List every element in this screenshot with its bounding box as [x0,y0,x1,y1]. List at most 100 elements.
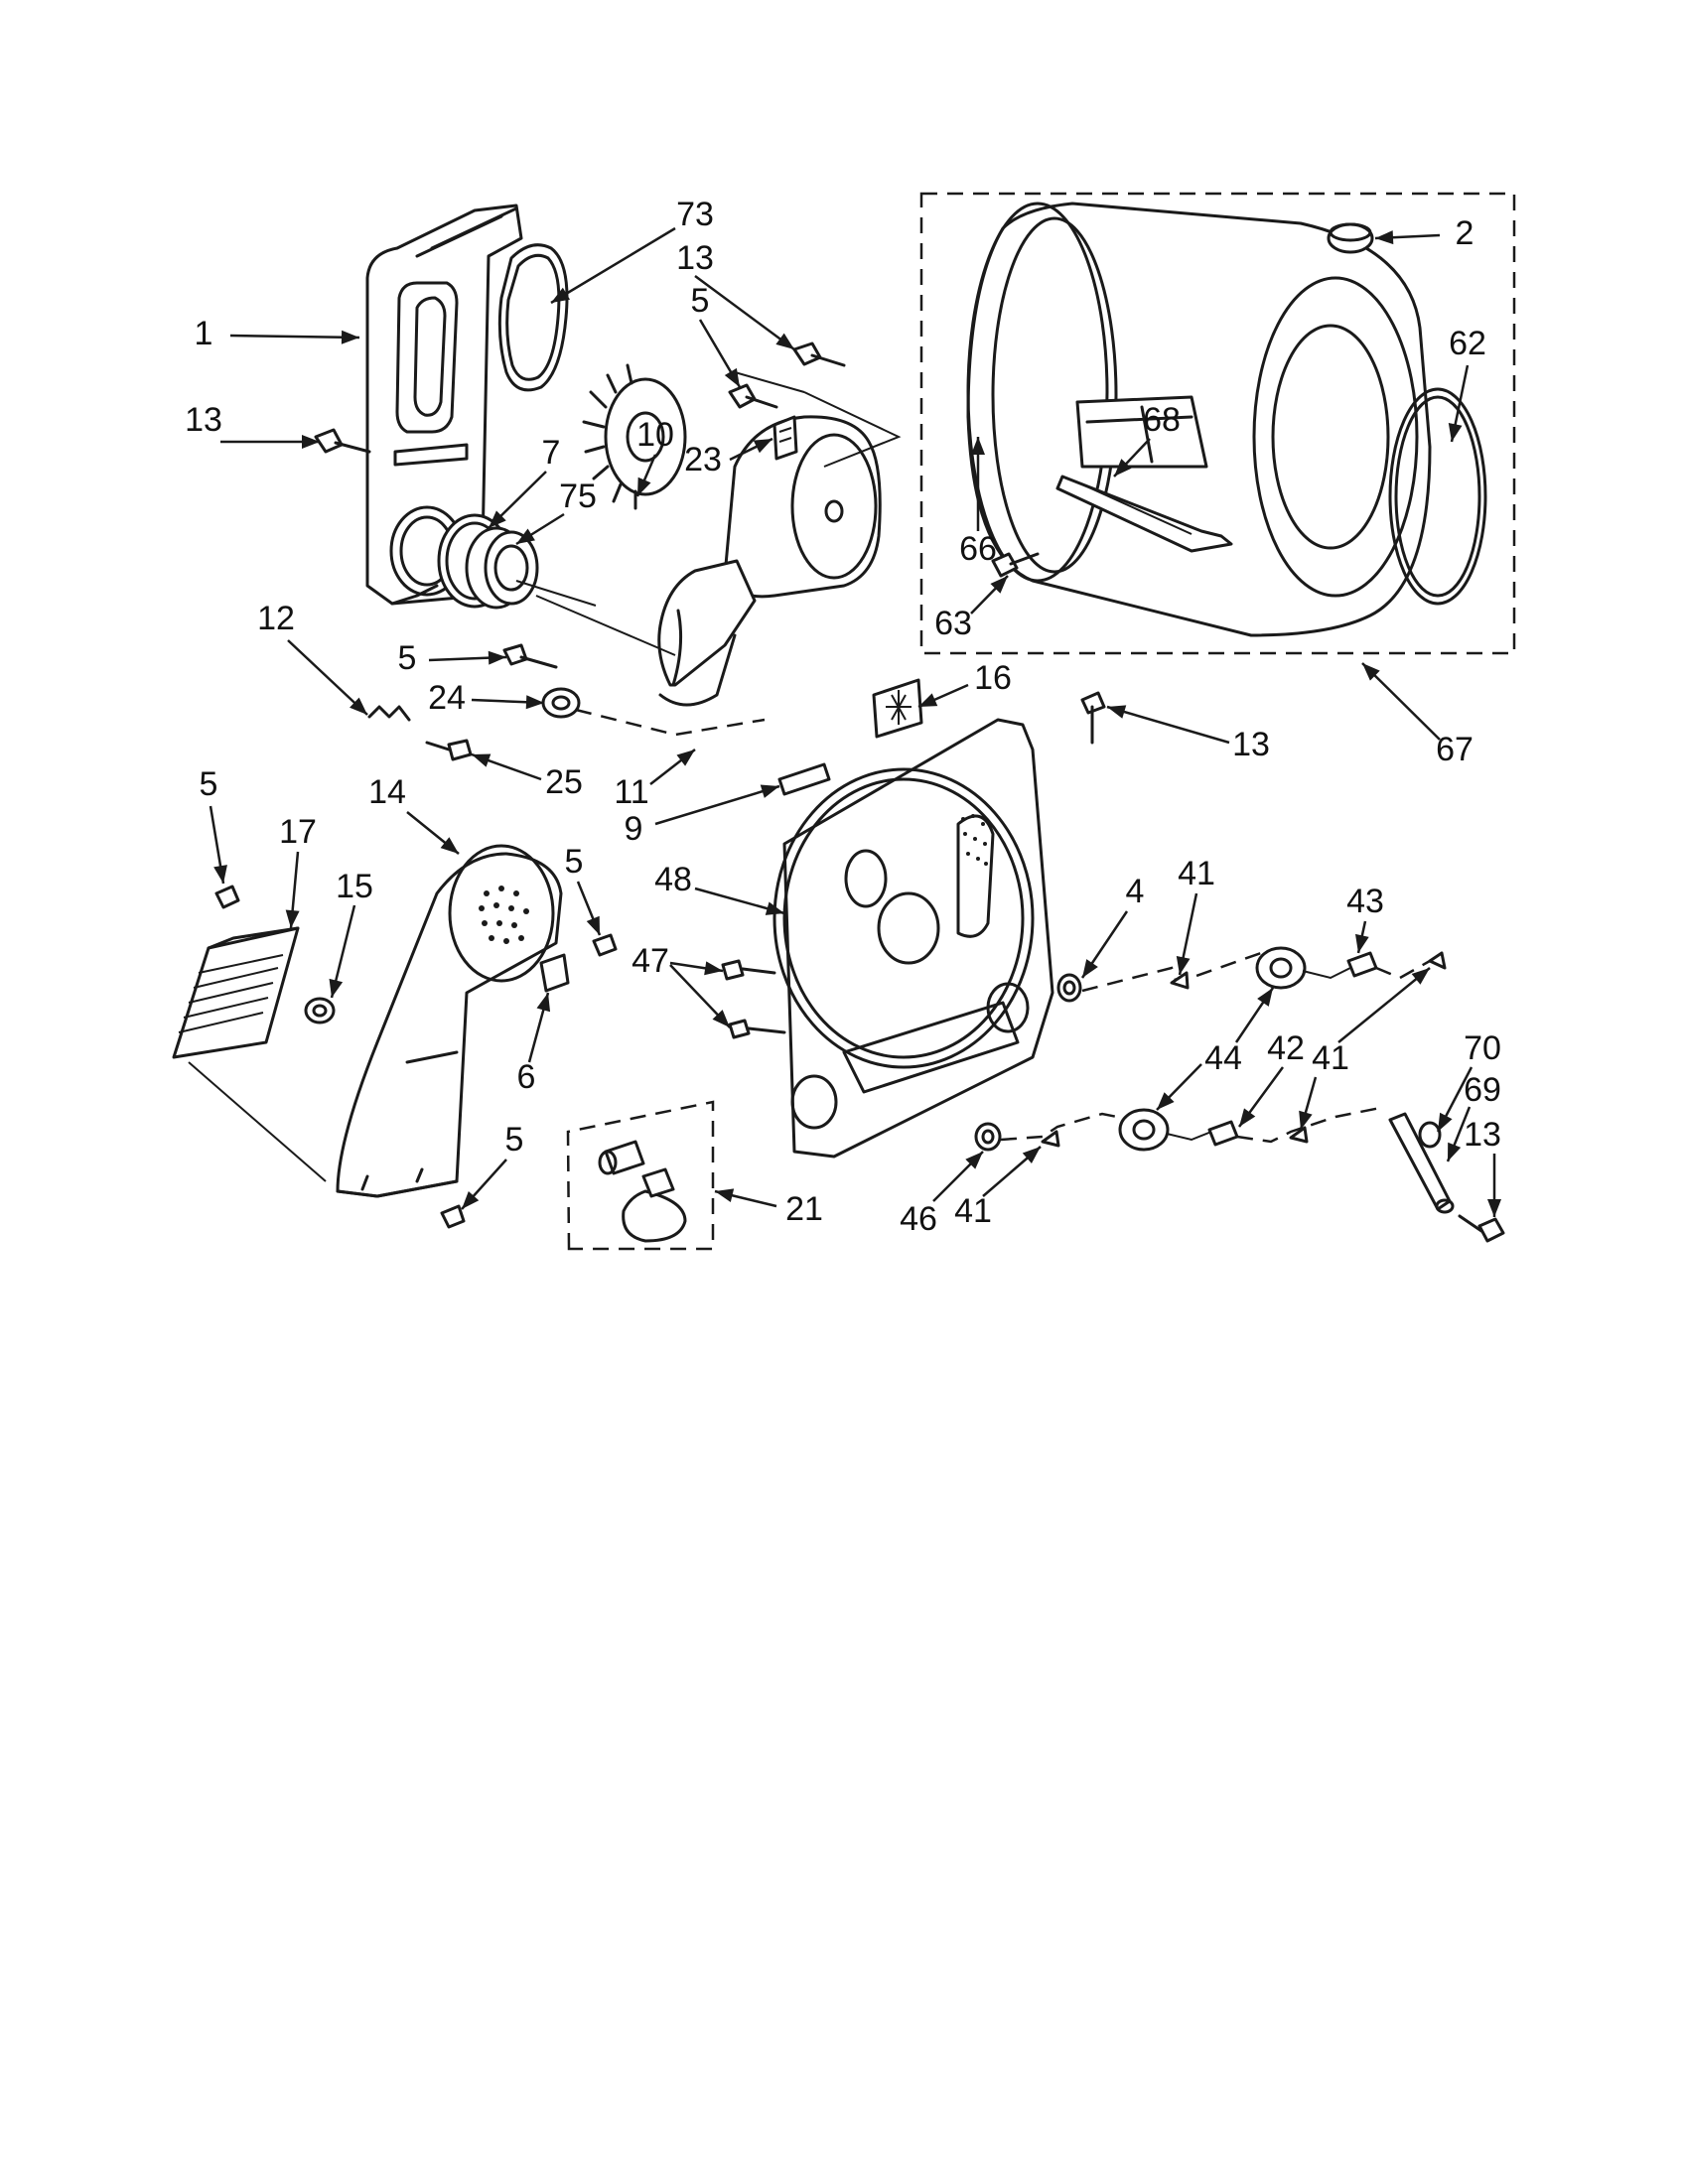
callout-24: 24 [428,679,466,717]
callout-9-leader [654,784,780,826]
callout-5: 5 [505,1121,524,1159]
idler-spring-12 [367,705,411,722]
idler-pulley-24 [541,687,581,719]
retaining-clip-41-upper [1170,971,1190,990]
callout-5-arrowhead [213,865,227,884]
callout-2-arrowhead [1375,230,1394,245]
callout-62: 62 [1449,325,1486,362]
callout-42: 42 [1267,1029,1305,1067]
roller-44-lower [1118,1108,1170,1152]
retaining-clip-41-lower [1041,1130,1060,1148]
callout-21-arrowhead [715,1188,735,1203]
callout-13-arrowhead [302,435,320,449]
callout-67: 67 [1436,731,1474,768]
callout-47-arrowhead [712,1010,730,1027]
callout-46: 46 [900,1200,937,1238]
callout-13: 13 [185,401,222,439]
callout-13: 13 [1464,1116,1501,1154]
callout-13-arrowhead [1107,705,1127,719]
warning-label-16 [872,678,923,739]
callout-41-arrowhead [1022,1147,1041,1164]
retaining-clip-41-right [1428,951,1447,970]
leader-lines [209,226,1501,1217]
callout-6-arrowhead [536,993,551,1013]
callout-17-arrowhead [285,909,300,928]
roller-washer-4 [1056,973,1082,1003]
callout-16: 16 [974,659,1012,697]
callout-47: 47 [632,942,669,980]
callout-70: 70 [1464,1029,1501,1067]
drum-baffle-68 [1055,475,1233,553]
callout-7-arrowhead [489,510,506,528]
roller-shaft-lower-dashed [1000,1112,1133,1142]
callout-1-leader [229,334,360,340]
callout-4-arrowhead [1082,959,1098,978]
callout-1: 1 [195,315,213,352]
nut-47-lower [728,1019,786,1039]
callout-43: 43 [1346,883,1384,920]
callout-12: 12 [257,600,295,637]
roller-44-upper [1255,946,1307,990]
callout-5-arrowhead [462,1190,480,1209]
callout-13-arrowhead [775,333,794,349]
callout-16-arrowhead [918,693,938,707]
callout-66-arrowhead [971,437,985,455]
callout-46-arrowhead [965,1152,983,1169]
callout-5: 5 [200,765,218,803]
callout-44-arrowhead [1257,988,1273,1007]
drum-66 [966,202,1432,637]
callout-11-arrowhead [676,750,695,766]
screw-13-front-bulkhead [1080,691,1106,745]
callout-12-arrowhead [350,697,367,715]
callout-62-arrowhead [1448,422,1463,442]
callout-41-arrowhead [1299,1110,1313,1130]
callout-14-arrowhead [440,837,459,854]
heater-to-duct-line [188,1061,327,1182]
callout-13-arrowhead [1487,1199,1501,1217]
callout-10: 10 [636,416,674,454]
callout-5-arrowhead [488,650,506,665]
screw-13-top [792,341,846,367]
callout-70-arrowhead [1438,1112,1453,1132]
callout-41: 41 [1312,1039,1349,1077]
door-seal-gasket-73 [497,243,569,392]
callout-24-arrowhead [525,695,544,710]
blower-wheel-10 [582,363,687,510]
callout-9-arrowhead [760,784,779,798]
callout-63: 63 [934,605,972,642]
callout-69: 69 [1464,1071,1501,1109]
callout-44-arrowhead [1157,1092,1175,1110]
belt-clip-9 [777,762,831,796]
roller-shaft-43-wire [1375,959,1431,980]
callout-11: 11 [614,773,648,811]
callout-15: 15 [336,868,373,905]
roller-shaft-42-wire [1236,1105,1386,1144]
callout-66: 66 [959,530,997,568]
heating-element-17 [172,926,300,1059]
washer-70 [1418,1121,1442,1149]
screw-5-heater [214,885,240,909]
callout-44: 44 [1204,1039,1242,1077]
switch-bracket-23 [772,415,798,461]
callout-5: 5 [565,843,584,881]
callout-6: 6 [517,1058,536,1096]
drum-group-dashed-box [919,192,1516,655]
callout-21: 21 [785,1190,823,1228]
roller-axle-lower [1166,1131,1212,1142]
screw-5-duct [592,933,618,957]
nut-47-upper [721,959,776,981]
screw-13-bulkhead [314,428,371,454]
callout-68-arrowhead [1114,459,1132,477]
roller-shaft-42 [1207,1120,1239,1147]
power-cord-kit-21 [566,1100,715,1251]
callout-15-arrowhead [329,978,344,998]
callout-9: 9 [625,810,643,848]
callout-41-leader [1337,967,1431,1043]
screw-13-bottom-right [1458,1214,1505,1243]
callout-75-arrowhead [516,528,535,544]
callout-25: 25 [545,763,583,801]
callout-73-arrowhead [551,287,571,303]
callout-41-arrowhead [1176,955,1191,975]
callout-2: 2 [1456,214,1474,252]
